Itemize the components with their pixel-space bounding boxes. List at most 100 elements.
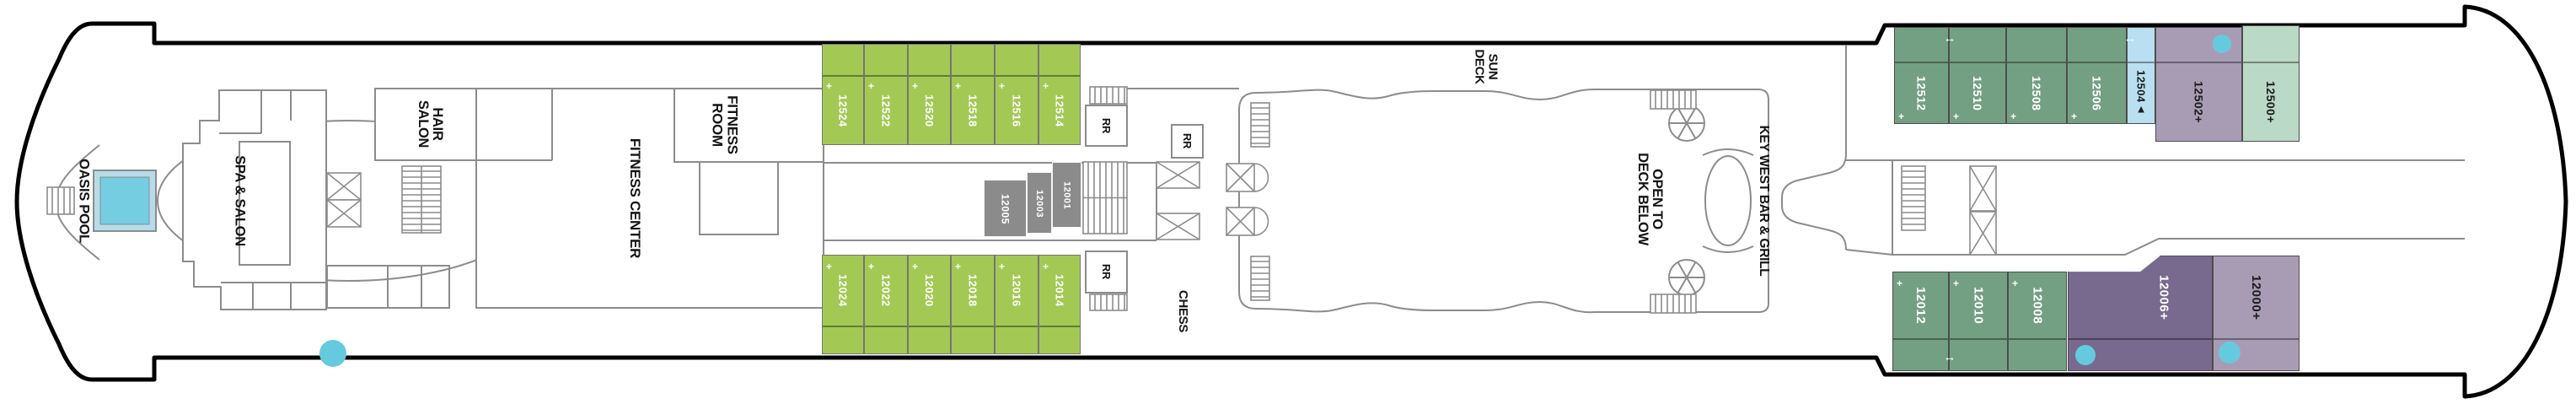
cabin-12524[interactable]: 12524+ bbox=[822, 44, 864, 145]
cabin-12024[interactable]: 12024+ bbox=[822, 255, 864, 354]
plus-marker-icon: + bbox=[1897, 277, 1903, 289]
cabin-number: 12012 bbox=[1913, 286, 1928, 325]
balcony-divider bbox=[2007, 62, 2066, 63]
plus-marker-icon: + bbox=[1043, 261, 1049, 272]
cabin-number: 12522 bbox=[879, 94, 893, 127]
balcony-divider bbox=[865, 75, 907, 77]
cabin-number: 12003 bbox=[1034, 189, 1044, 218]
cabin-12522[interactable]: 12522 + bbox=[864, 44, 908, 145]
stairs-icon bbox=[1250, 102, 1270, 148]
plus-marker-icon: + bbox=[955, 261, 962, 272]
balcony-divider bbox=[1950, 62, 2005, 63]
cabin-number: 12008 bbox=[2030, 286, 2045, 325]
cabin-12003[interactable]: 12003 bbox=[1027, 172, 1052, 234]
cabin-number: 12010 bbox=[1971, 286, 1986, 325]
cabin-number: 12508 bbox=[2030, 75, 2043, 111]
cabin-12518[interactable]: 12518 + bbox=[951, 44, 995, 145]
cabin-12516[interactable]: 12516+ bbox=[995, 44, 1038, 145]
cabin-12001[interactable]: 12001 bbox=[1052, 162, 1081, 228]
balcony-divider bbox=[1893, 338, 1948, 340]
interior-walls bbox=[54, 46, 2465, 314]
plus-marker-icon: + bbox=[1953, 277, 1960, 289]
balcony-divider bbox=[909, 326, 950, 327]
plus-marker-icon: + bbox=[826, 80, 833, 92]
cabin-12512[interactable]: 12512 + bbox=[1894, 27, 1949, 124]
plus-marker-icon: + bbox=[999, 80, 1006, 92]
stairs-icon bbox=[1089, 86, 1128, 105]
balcony-divider bbox=[865, 326, 907, 327]
plus-marker-icon: + bbox=[826, 261, 833, 272]
cabin-number: 12512 bbox=[1914, 75, 1929, 111]
cabin-12520[interactable]: 12520+ bbox=[908, 44, 951, 145]
stairs-icon bbox=[1089, 294, 1128, 311]
balcony-divider bbox=[2069, 338, 2212, 340]
balcony-divider bbox=[823, 75, 863, 77]
cabin-12016[interactable]: 12016 + bbox=[995, 255, 1038, 354]
cabin-12020[interactable]: 12020 + bbox=[908, 255, 951, 354]
corridor-walls bbox=[824, 88, 2465, 256]
cabin-12006[interactable]: 12006+ bbox=[2068, 256, 2213, 371]
pool bbox=[93, 170, 157, 232]
cabin-number: 12020 bbox=[923, 274, 936, 307]
cabin-12008[interactable]: 12008+ bbox=[2008, 272, 2067, 371]
hair-salon-walls bbox=[374, 88, 477, 161]
cabin-number: 12520 bbox=[923, 94, 936, 127]
plus-marker-icon: + bbox=[1953, 110, 1960, 122]
plus-marker-icon: + bbox=[1898, 110, 1905, 122]
cabin-number: 12524 bbox=[836, 94, 850, 127]
cabin-number: 12022 bbox=[879, 274, 893, 307]
stairs-and-elevators bbox=[46, 86, 1997, 314]
cabin-12014[interactable]: 12014 + bbox=[1038, 255, 1081, 354]
restroom-lobby-walls bbox=[1171, 124, 1204, 159]
balcony-divider bbox=[1895, 62, 1948, 63]
plus-marker-icon: + bbox=[2010, 110, 2017, 122]
cabin-12000[interactable]: 12000+ bbox=[2213, 256, 2300, 371]
balcony-divider bbox=[2068, 62, 2126, 63]
plus-marker-icon: + bbox=[868, 80, 875, 92]
cabin-12022[interactable]: 12022 + bbox=[864, 255, 908, 354]
plus-marker-icon: + bbox=[868, 261, 875, 272]
cabin-number: 12024 bbox=[836, 274, 850, 307]
balcony-divider bbox=[952, 326, 994, 327]
balcony-divider bbox=[2243, 62, 2299, 63]
balcony-divider bbox=[909, 75, 950, 77]
plus-marker-icon: + bbox=[999, 261, 1006, 272]
cabin-12506[interactable]: 12506+ bbox=[2067, 27, 2127, 124]
balcony-divider bbox=[996, 75, 1038, 77]
plus-marker-icon: + bbox=[2071, 110, 2078, 122]
cabin-12500[interactable]: 12500+ bbox=[2242, 25, 2300, 142]
cabin-12018[interactable]: 12018 + bbox=[951, 255, 995, 354]
cabin-12010[interactable]: 12010 + bbox=[1949, 272, 2008, 371]
balcony-divider bbox=[952, 75, 994, 77]
balcony-divider bbox=[2214, 338, 2299, 340]
plus-marker-icon: + bbox=[912, 261, 919, 272]
balcony-divider bbox=[2009, 338, 2066, 340]
cabin-number: 12000+ bbox=[2249, 274, 2263, 321]
cabin-12012[interactable]: 12012 + bbox=[1892, 272, 1949, 371]
cabin-12510[interactable]: 12510+ bbox=[1949, 27, 2006, 124]
balcony-divider bbox=[996, 326, 1038, 327]
cabin-number: 12518 bbox=[966, 94, 979, 127]
stairs-icon bbox=[1901, 165, 1926, 231]
cabin-number: 12500+ bbox=[2264, 80, 2278, 124]
bar-counter bbox=[1704, 155, 1752, 246]
fitness-center-walls bbox=[475, 88, 824, 309]
cabin-12504[interactable]: 12504▲ bbox=[2127, 27, 2155, 124]
cabin-12502[interactable]: 12502+ bbox=[2155, 27, 2242, 142]
cabin-number: 12014 bbox=[1053, 274, 1066, 307]
oasis-pool-water bbox=[99, 176, 150, 225]
cabin-number: 12504▲ bbox=[2134, 70, 2148, 116]
cabin-number: 12001 bbox=[1061, 181, 1072, 210]
restroom-forward-top-walls bbox=[1085, 105, 1128, 147]
cabin-number: 12018 bbox=[966, 274, 979, 307]
cabin-12508[interactable]: 12508 + bbox=[2006, 27, 2067, 124]
cabin-12514[interactable]: 12514+ bbox=[1038, 44, 1081, 145]
cabin-number: 12016 bbox=[1010, 274, 1023, 307]
cabin-number: 12006+ bbox=[2156, 274, 2171, 321]
plus-marker-icon: + bbox=[955, 80, 962, 92]
balcony-divider bbox=[823, 326, 863, 327]
balcony-divider bbox=[2128, 62, 2155, 63]
cabin-12005[interactable]: 12005 bbox=[984, 180, 1027, 237]
balcony-divider bbox=[1039, 75, 1080, 77]
cabin-number: 12005 bbox=[999, 194, 1012, 224]
